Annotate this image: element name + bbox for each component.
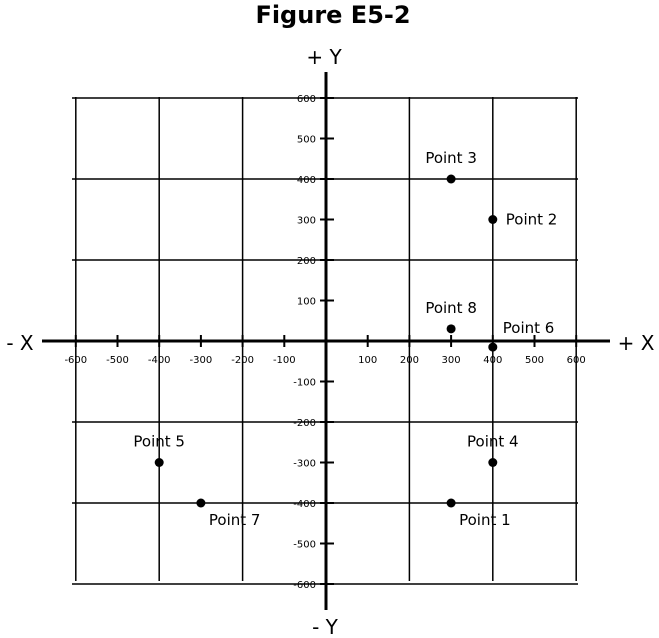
x-tick-label: 200: [400, 355, 419, 366]
y-tick-label: -400: [293, 499, 316, 510]
y-tick-label: 500: [297, 135, 316, 146]
axis-label-y-positive: + Y: [306, 45, 342, 69]
x-tick-label: -100: [273, 355, 296, 366]
y-tick-label: -200: [293, 418, 316, 429]
data-point: [488, 215, 498, 224]
data-point: [446, 324, 456, 334]
data-point-label: Point 5: [133, 433, 185, 451]
x-tick-label: 300: [442, 355, 461, 366]
data-point-label: Point 8: [425, 299, 477, 317]
axis-label-x-positive: + X: [618, 331, 655, 355]
data-point-label: Point 7: [209, 511, 261, 529]
y-tick-label: 200: [297, 256, 316, 267]
x-tick-label: 400: [483, 355, 502, 366]
x-tick-label: -600: [64, 355, 87, 366]
data-point-label: Point 2: [506, 211, 558, 229]
x-tick-label: 500: [525, 355, 544, 366]
y-tick-label: 400: [297, 175, 316, 186]
data-point-label: Point 4: [467, 433, 519, 451]
chart-title: Figure E5-2: [255, 1, 410, 29]
y-tick-label: 600: [297, 94, 316, 105]
data-point: [446, 498, 456, 508]
axis-label-x-negative: - X: [6, 331, 34, 355]
data-point-label: Point 3: [425, 149, 477, 167]
y-tick-label: -500: [293, 540, 316, 551]
y-tick-label: -600: [293, 580, 316, 591]
x-tick-label: -200: [231, 355, 254, 366]
data-point: [196, 498, 206, 508]
data-point: [154, 458, 164, 467]
points: Point 1 Point 2 Point 3 Point 4 Point 5 Point…: [133, 149, 557, 529]
axes: [42, 72, 610, 610]
x-tick-label: 600: [567, 355, 586, 366]
data-point: [446, 174, 456, 184]
x-tick-label: -300: [190, 355, 213, 366]
x-tick-label: -500: [106, 355, 129, 366]
axis-label-y-negative: - Y: [312, 615, 339, 638]
data-point: [488, 458, 498, 467]
y-tick-label: -300: [293, 459, 316, 470]
x-tick-label: 100: [358, 355, 377, 366]
data-point-label: Point 6: [503, 319, 555, 337]
y-tick-label: 300: [297, 216, 316, 227]
y-tick-label: -100: [293, 378, 316, 389]
data-point-label: Point 1: [459, 511, 511, 529]
data-point: [488, 342, 498, 352]
x-tick-label: -400: [148, 355, 171, 366]
ticks: -600 -500 -400 -300 -200 -100 100 200 300 400 500 6…: [64, 94, 585, 591]
y-tick-label: 100: [297, 297, 316, 308]
